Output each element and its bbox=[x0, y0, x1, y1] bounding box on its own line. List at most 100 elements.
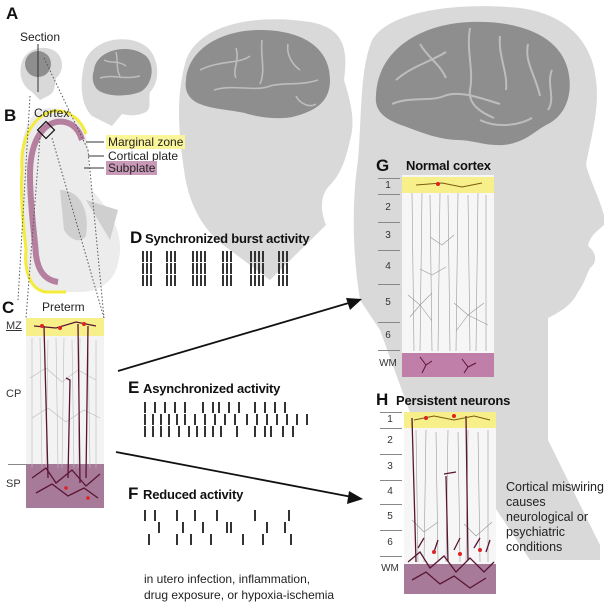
raster-asynchronized bbox=[144, 402, 324, 438]
raster-row bbox=[144, 414, 324, 426]
spike-tick bbox=[254, 263, 256, 274]
panel-e-title: Asynchronized activity bbox=[143, 381, 281, 396]
layer-label: WM bbox=[381, 563, 399, 574]
spike-tick bbox=[196, 426, 198, 437]
spike-tick bbox=[154, 510, 156, 521]
arrow-to-normal bbox=[117, 298, 362, 372]
panel-letter-b: B bbox=[4, 106, 17, 125]
spike-tick bbox=[196, 275, 198, 286]
preterm-neurons bbox=[29, 321, 101, 500]
layer-divider bbox=[380, 530, 402, 531]
spike-tick bbox=[230, 522, 232, 533]
spike-tick bbox=[286, 414, 288, 425]
spike-tick bbox=[210, 534, 212, 545]
spike-tick bbox=[246, 414, 248, 425]
spike-tick bbox=[274, 402, 276, 413]
spike-tick bbox=[242, 534, 244, 545]
spike-tick bbox=[200, 263, 202, 274]
layer-label-mz: MZ bbox=[6, 320, 22, 332]
panel-d-title: Synchronized burst activity bbox=[145, 231, 310, 246]
spike-tick bbox=[204, 263, 206, 274]
spike-tick bbox=[282, 426, 284, 437]
spike-tick bbox=[258, 263, 260, 274]
layer-label: WM bbox=[379, 358, 397, 369]
spike-tick bbox=[270, 426, 272, 437]
normal-wm-layer bbox=[402, 353, 494, 377]
spike-tick bbox=[278, 263, 280, 274]
spike-tick bbox=[200, 251, 202, 262]
subplate-band bbox=[27, 118, 85, 285]
layer-label: 2 bbox=[387, 435, 393, 446]
raster-row bbox=[142, 263, 302, 275]
arrow-to-persistent bbox=[115, 451, 363, 504]
spike-tick bbox=[202, 402, 204, 413]
spike-tick bbox=[150, 251, 152, 262]
normal-cortex-column bbox=[402, 175, 494, 377]
layer-label-sp: SP bbox=[6, 478, 21, 490]
spike-tick bbox=[254, 275, 256, 286]
section-label: Section bbox=[20, 30, 61, 44]
panel-letter-c: C bbox=[2, 298, 15, 317]
preterm-title: Preterm bbox=[42, 300, 85, 314]
panel-letter-g: G bbox=[376, 156, 390, 175]
legend-cortical-plate: Cortical plate bbox=[108, 149, 179, 163]
spike-tick bbox=[236, 426, 238, 437]
spike-tick bbox=[230, 263, 232, 274]
spike-tick bbox=[226, 275, 228, 286]
spike-tick bbox=[200, 275, 202, 286]
spike-tick bbox=[282, 275, 284, 286]
raster-row bbox=[144, 402, 324, 414]
spike-tick bbox=[192, 263, 194, 274]
spike-tick bbox=[166, 275, 168, 286]
layer-label: 1 bbox=[387, 414, 393, 425]
layer-label: 6 bbox=[387, 537, 393, 548]
spike-tick bbox=[254, 510, 256, 521]
layer-label: 1 bbox=[385, 180, 391, 191]
causes-line-2: drug exposure, or hypoxia-ischemia bbox=[144, 588, 335, 602]
spike-tick bbox=[262, 534, 264, 545]
persistent-neurons bbox=[407, 414, 495, 589]
spike-tick bbox=[306, 414, 308, 425]
layer-label: 6 bbox=[385, 330, 391, 341]
layer-label: 5 bbox=[387, 511, 393, 522]
spike-tick bbox=[256, 414, 258, 425]
layer-divider bbox=[378, 284, 400, 285]
layer-divider bbox=[380, 428, 402, 429]
layer-divider bbox=[378, 222, 400, 223]
raster-row bbox=[142, 275, 302, 287]
spike-tick bbox=[202, 522, 204, 533]
spike-tick bbox=[146, 263, 148, 274]
spike-tick bbox=[158, 522, 160, 533]
spike-tick bbox=[176, 534, 178, 545]
panel-g-title: Normal cortex bbox=[406, 158, 491, 173]
spike-tick bbox=[290, 534, 292, 545]
layer-divider bbox=[380, 412, 402, 413]
spike-tick bbox=[190, 534, 192, 545]
panel-f-title: Reduced activity bbox=[143, 487, 244, 502]
child-brain bbox=[185, 30, 330, 119]
spike-tick bbox=[262, 275, 264, 286]
spike-tick bbox=[282, 251, 284, 262]
layer-divider bbox=[378, 250, 400, 251]
spike-tick bbox=[164, 402, 166, 413]
spike-tick bbox=[168, 426, 170, 437]
legend-marginal-zone: Marginal zone bbox=[106, 135, 186, 149]
spike-tick bbox=[250, 251, 252, 262]
spike-tick bbox=[224, 414, 226, 425]
spike-tick bbox=[160, 426, 162, 437]
raster-row bbox=[144, 510, 324, 522]
spike-tick bbox=[264, 402, 266, 413]
raster-row bbox=[144, 522, 324, 534]
spike-tick bbox=[254, 426, 256, 437]
spike-tick bbox=[266, 414, 268, 425]
spike-tick bbox=[194, 414, 196, 425]
spike-tick bbox=[144, 510, 146, 521]
spike-tick bbox=[262, 251, 264, 262]
raster-synchronized bbox=[142, 251, 302, 287]
layer-divider bbox=[380, 480, 402, 481]
spike-tick bbox=[276, 414, 278, 425]
spike-tick bbox=[196, 263, 198, 274]
spike-tick bbox=[222, 251, 224, 262]
spike-tick bbox=[174, 251, 176, 262]
spike-tick bbox=[218, 402, 220, 413]
